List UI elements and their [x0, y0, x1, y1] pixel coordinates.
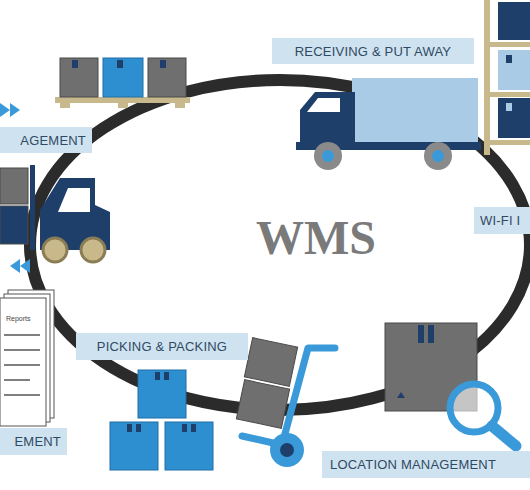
process-label-box: WI-FI I [474, 207, 530, 234]
magnifier-symbol [450, 384, 516, 446]
process-label-box: RECEIVING & PUT AWAY [272, 38, 474, 64]
box-stack [110, 370, 213, 470]
process-label-box: LOCATION MANAGEMENT [322, 451, 530, 478]
hand-truck-symbol [236, 338, 335, 467]
process-label-box: AGEMENT [0, 127, 92, 153]
shelf-symbol [484, 0, 530, 155]
report-stack [0, 290, 54, 426]
truck-symbol [296, 78, 481, 170]
document-label: Reports [6, 315, 31, 322]
process-label: LOCATION MANAGEMENT [330, 457, 496, 472]
process-label-box: EMENT [0, 428, 67, 455]
pallet-symbol [55, 58, 190, 108]
process-label-box: PICKING & PACKING [76, 333, 248, 360]
process-label: WI-FI I [480, 213, 520, 228]
process-label: PICKING & PACKING [97, 339, 227, 354]
process-label: EMENT [15, 434, 62, 449]
center-title: WMS [256, 214, 376, 262]
process-label: RECEIVING & PUT AWAY [295, 44, 451, 59]
process-label: AGEMENT [20, 133, 86, 148]
forklift-symbol [0, 165, 110, 262]
